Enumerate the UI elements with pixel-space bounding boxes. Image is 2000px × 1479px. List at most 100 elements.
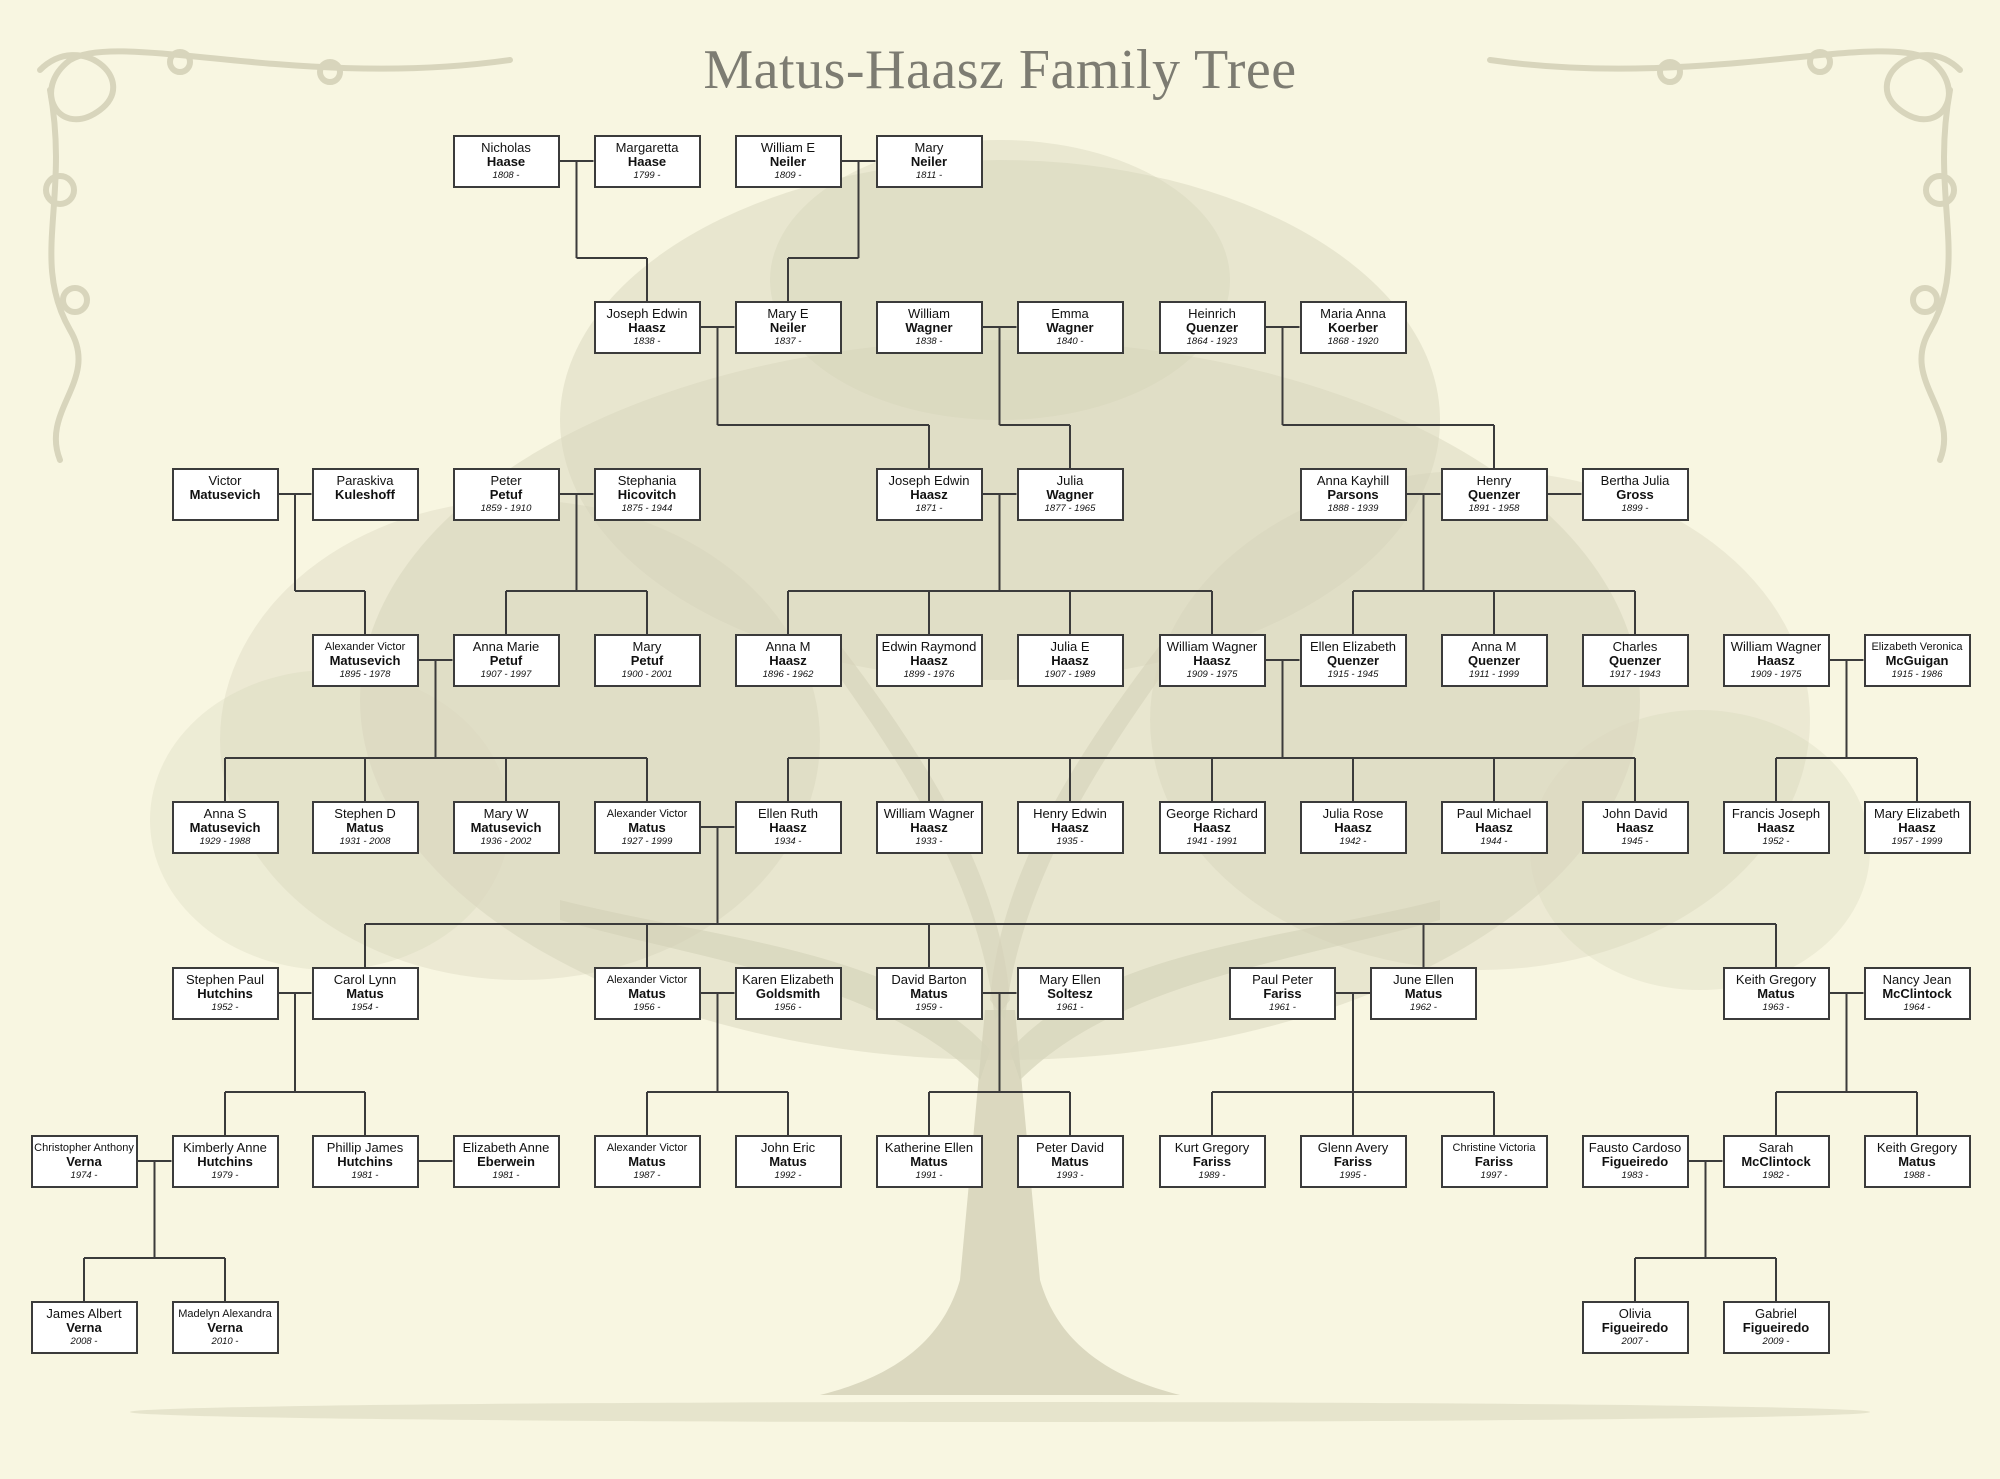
person-surname: Matusevich (470, 820, 542, 835)
person-first-name: Anna M (765, 639, 811, 654)
person-dates: 1941 - 1991 (1186, 836, 1238, 847)
person-first-name: Anna Marie (472, 639, 540, 654)
person-dates: 1911 - 1999 (1468, 669, 1519, 680)
person-dates: 1915 - 1986 (1891, 669, 1943, 680)
person-first-name: John Eric (760, 1140, 816, 1155)
person-surname: Matusevich (189, 820, 261, 835)
person-surname: Haasz (1757, 653, 1795, 668)
person-dates: 1997 - (1480, 1170, 1508, 1181)
person-first-name: Keith Gregory (1735, 972, 1817, 987)
person-surname: Fariss (1192, 1154, 1232, 1169)
person-surname: Matus (910, 1154, 948, 1169)
person-dates: 1896 - 1962 (762, 669, 814, 680)
person-dates: 1963 - (1762, 1002, 1790, 1013)
person-first-name: Glenn Avery (1317, 1140, 1389, 1155)
person-surname: Matus (910, 986, 948, 1001)
person-surname: Wagner (1046, 320, 1094, 335)
person-first-name: Mary W (483, 806, 529, 821)
person-dates: 1959 - (915, 1002, 943, 1013)
person-first-name: Peter David (1036, 1140, 1104, 1155)
person-surname: Haasz (1051, 653, 1089, 668)
person-dates: 1915 - 1945 (1327, 669, 1379, 680)
person-dates: 1954 - (351, 1002, 379, 1013)
person-dates: 1992 - (774, 1170, 802, 1181)
person-surname: Wagner (1046, 487, 1094, 502)
person-dates: 1974 - (70, 1170, 98, 1181)
